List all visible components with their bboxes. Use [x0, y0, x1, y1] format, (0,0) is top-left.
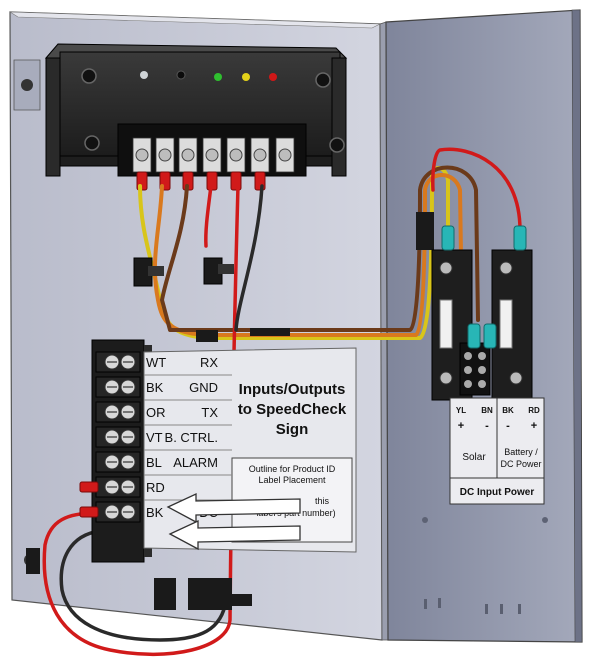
terminal-row	[95, 451, 141, 473]
screw-icon	[439, 261, 453, 275]
terminal-wire-color: OR	[146, 405, 166, 420]
screw-icon	[84, 135, 100, 151]
terminal-signal: B. CTRL.	[165, 430, 218, 445]
wire-ferrule-icon	[467, 323, 481, 349]
terminal-row	[95, 376, 141, 398]
arrow-rd-icon	[166, 492, 301, 524]
terminal-wire-color: BK	[146, 505, 164, 520]
solar-wire-left: YL	[456, 406, 466, 415]
wire-arrows	[166, 492, 301, 551]
wiring	[42, 147, 522, 657]
terminal-row	[95, 476, 141, 498]
plate-title-line-1: Inputs/Outputs	[239, 381, 346, 398]
terminal-signal: RX	[200, 355, 218, 370]
terminal-wire-color: BL	[146, 455, 162, 470]
terminal-row	[95, 401, 141, 423]
terminal-signal: TX	[201, 405, 218, 420]
dc-input-plate	[449, 397, 545, 505]
dc-input-title: DC Input Power	[460, 487, 535, 498]
cable-ties	[26, 212, 434, 610]
arrow-bk-icon	[168, 519, 301, 551]
wire-ferrule-icon	[483, 323, 497, 349]
battery-label-line-2: DC Power	[500, 459, 541, 469]
screw-icon	[329, 137, 345, 153]
battery-wire-left: BK	[502, 406, 514, 415]
battery-wire-right: RD	[528, 406, 540, 415]
terminal-wire-color: WT	[146, 355, 166, 370]
led-green-icon	[214, 73, 222, 81]
wire-ferrule-icon	[441, 225, 455, 251]
battery-sign-left: -	[506, 420, 510, 432]
plate-title-line-3: Sign	[276, 421, 309, 438]
wire-ferrule-icon	[513, 225, 527, 251]
screw-icon	[81, 68, 97, 84]
screw-icon	[509, 371, 523, 385]
wire-ferrule-icon	[79, 506, 99, 518]
screw-icon	[499, 261, 513, 275]
solar-sign-right: -	[485, 420, 489, 432]
screw-icon	[439, 371, 453, 385]
solar-sign-left: +	[458, 420, 464, 432]
terminal-wire-color: BK	[146, 380, 164, 395]
terminal-wire-color: RD	[146, 480, 165, 495]
wire-ferrule-icon	[79, 481, 99, 493]
led-white-icon	[140, 71, 148, 79]
partial-line-1: this	[315, 496, 330, 506]
battery-label-line-1: Battery /	[504, 447, 538, 457]
terminal-row	[95, 501, 141, 523]
terminal-signal: GND	[189, 380, 218, 395]
terminal-row	[95, 426, 141, 448]
led-yellow-icon	[242, 73, 250, 81]
terminal-signal: ALARM	[173, 455, 218, 470]
solar-wire-right: BN	[481, 406, 493, 415]
terminal-wire-color: VT	[146, 430, 163, 445]
led-red-icon	[269, 73, 277, 81]
fuse-holders	[431, 225, 545, 505]
plate-title-line-2: to SpeedCheck	[238, 401, 347, 418]
outline-line-2: Label Placement	[258, 475, 326, 485]
led-dark-icon	[176, 70, 186, 80]
solar-label: Solar	[462, 452, 486, 463]
terminal-row	[95, 351, 141, 373]
battery-sign-right: +	[531, 420, 537, 432]
outline-line-1: Outline for Product ID	[249, 464, 336, 474]
screw-icon	[315, 72, 331, 88]
